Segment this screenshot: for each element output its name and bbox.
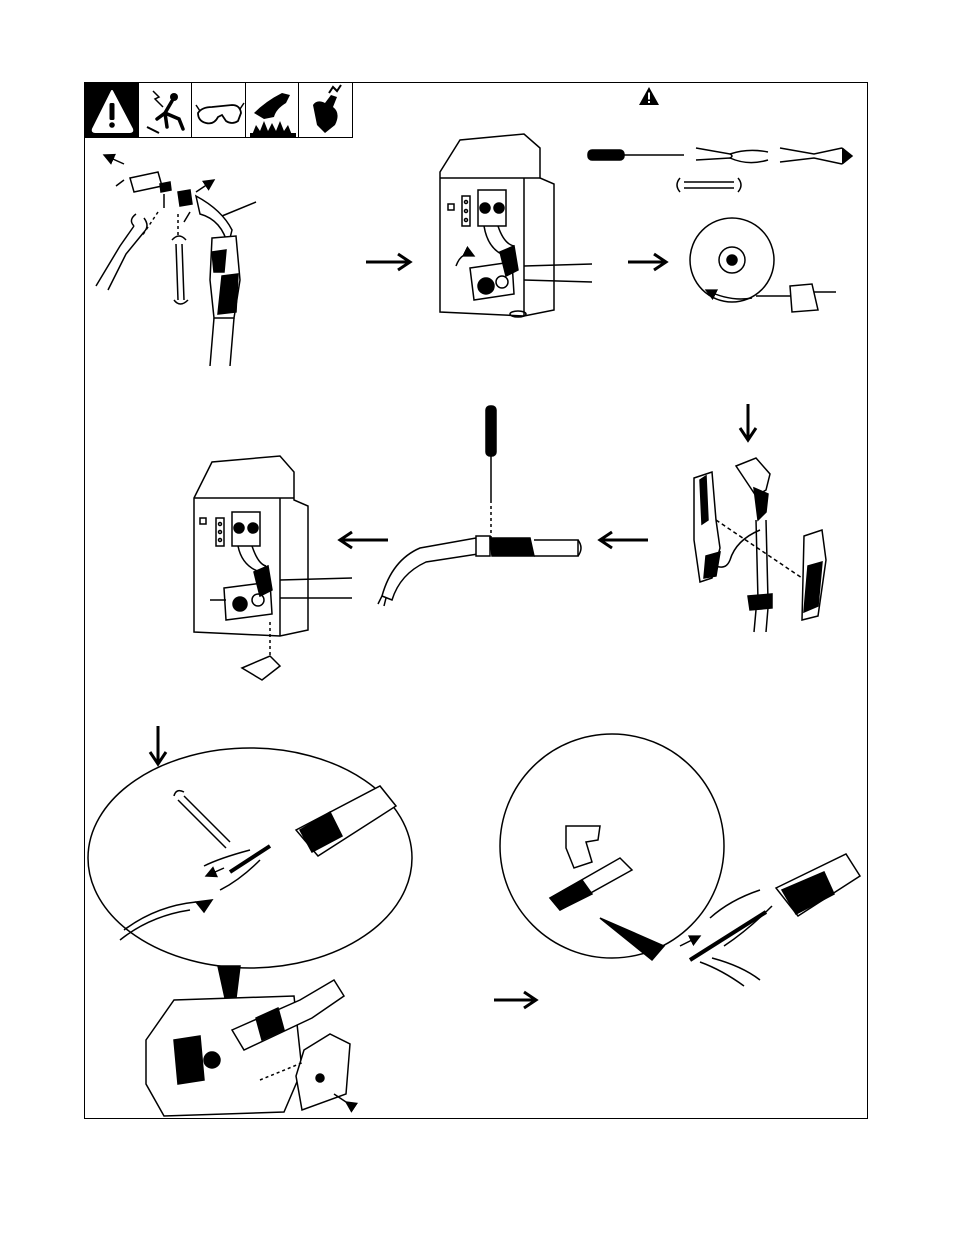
step-remove-gun-from-unit [194, 456, 352, 680]
arrow-step-6 [150, 726, 166, 764]
step-remove-gun-parts [96, 155, 256, 366]
step-install-new-liner [500, 734, 860, 986]
arrow-step-1 [366, 254, 410, 270]
arrow-step-3 [740, 404, 756, 440]
arrow-step-7 [494, 992, 536, 1008]
step-remove-liner [88, 748, 412, 1116]
step-open-handle [694, 458, 826, 632]
wire-spool [690, 218, 836, 312]
step-open-drive-assembly [440, 134, 592, 317]
arrow-step-5 [340, 532, 388, 548]
arrow-step-2 [628, 254, 666, 270]
arrow-step-4 [600, 532, 648, 548]
step-loosen-liner-screw [378, 406, 581, 606]
tools-required [588, 148, 852, 192]
